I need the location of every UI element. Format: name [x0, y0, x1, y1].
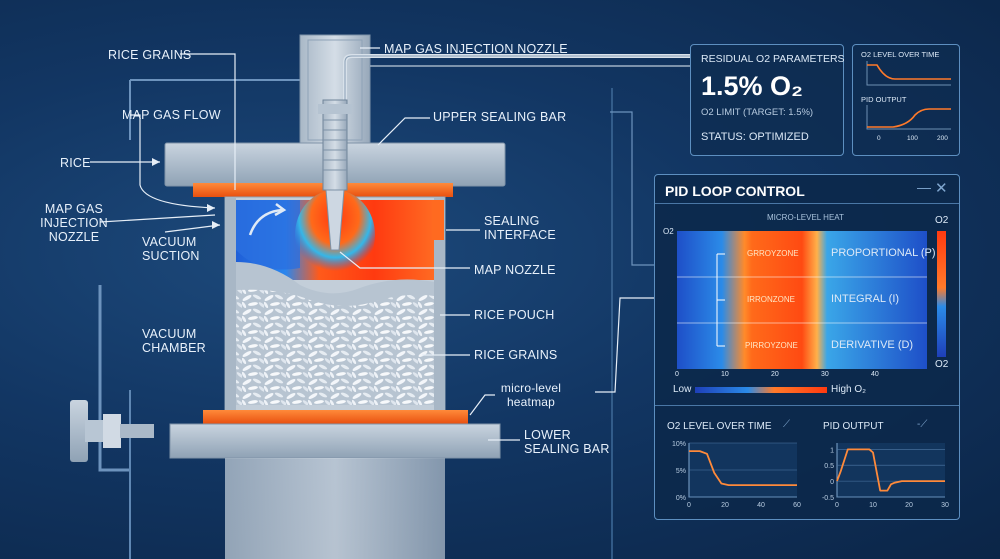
- x-tick-label: 0: [687, 502, 691, 509]
- o2-limit-text: O2 LIMIT (TARGET: 1.5%): [701, 107, 814, 118]
- plot-area: [837, 443, 945, 497]
- x-tick-1: 10: [721, 371, 729, 378]
- status-text: STATUS: OPTIMIZED: [701, 131, 809, 143]
- label-map-nozzle: MAP NOZZLE: [474, 263, 556, 277]
- label-vacuum-suction: VACUUM SUCTION: [142, 235, 200, 263]
- label-upper-sealing-bar: UPPER SEALING BAR: [433, 110, 567, 124]
- residual-panel-title: RESIDUAL O2 PARAMETERS: [701, 53, 845, 65]
- series-line: [836, 448, 945, 492]
- y-tick-label: 10%: [672, 441, 686, 448]
- x-tick-label: 20: [721, 502, 729, 509]
- term-label-d: DERIVATIVE (D): [831, 339, 914, 351]
- zone-label-1: IRRONZONE: [747, 295, 795, 304]
- o2-bottom-label: O2: [935, 359, 949, 370]
- scale-low-label: Low: [673, 384, 692, 395]
- label-lower-sealing-bar: LOWER SEALING BAR: [524, 428, 610, 456]
- pid-chart-divider: [655, 405, 959, 406]
- mini-charts-panel: O2 LEVEL OVER TIME PID OUTPUT 0 100 200: [852, 44, 960, 156]
- term-label-p: PROPORTIONAL (P): [831, 247, 936, 259]
- label-sealing-interface: SEALING INTERFACE: [484, 214, 556, 242]
- residual-o2-value: 1.5% O₂: [701, 71, 804, 101]
- y-tick-label: 0: [830, 479, 834, 486]
- label-map-gas-injection-nozzle: MAP GAS INJECTION NOZZLE: [384, 42, 568, 56]
- x-tick-label: 60: [793, 502, 801, 509]
- pid-heatmap: [677, 231, 927, 369]
- label-vacuum-chamber: VACUUM CHAMBER: [142, 327, 206, 355]
- pid-title-divider: [655, 203, 959, 204]
- o2-top-label: O2: [935, 215, 949, 226]
- scale-high-label: High O₂: [831, 384, 867, 395]
- x-tick-3: 30: [821, 371, 829, 378]
- x-tick-label: 30: [941, 502, 949, 509]
- zone-label-2: PIRROYZONE: [745, 341, 798, 350]
- x-tick-label: 40: [757, 502, 765, 509]
- heatmap-title: MICRO-LEVEL HEAT: [767, 213, 844, 222]
- close-icon[interactable]: ✕: [935, 180, 948, 197]
- y-tick-label: 5%: [676, 468, 686, 475]
- mini-tick-0: 0: [877, 135, 881, 142]
- mini-chart2-title: PID OUTPUT: [861, 95, 907, 104]
- mini-tick-1: 100: [907, 135, 918, 142]
- term-label-i: INTEGRAL (I): [831, 293, 900, 305]
- label-rice-grains-top: RICE GRAINS: [108, 48, 192, 62]
- step-chart-icon: -⟋: [917, 419, 928, 430]
- label-map-gas-flow: MAP GAS FLOW: [122, 108, 221, 122]
- mini-chart1: [866, 61, 951, 86]
- x-tick-2: 20: [771, 371, 779, 378]
- line-chart-icon: ⟋: [783, 419, 790, 430]
- chart2-title: PID OUTPUT: [823, 421, 884, 432]
- label-map-gas-injection-nozzle-left: MAP GAS INJECTION NOZZLE: [40, 202, 108, 244]
- label-rice-grains: RICE GRAINS: [474, 348, 558, 362]
- mini-chart1-title: O2 LEVEL OVER TIME: [861, 50, 940, 59]
- mini-tick-2: 200: [937, 135, 948, 142]
- label-rice-pouch: RICE POUCH: [474, 308, 555, 322]
- x-tick-0: 0: [675, 371, 679, 378]
- label-rice: RICE: [60, 156, 91, 170]
- o2-level-chart: 0% 5% 10% 0 20 40 60: [672, 441, 801, 509]
- residual-o2-panel: RESIDUAL O2 PARAMETERS 1.5% O₂ O2 LIMIT …: [690, 44, 845, 156]
- x-tick-label: 10: [869, 502, 877, 509]
- y-tick-label: 0.5: [824, 463, 834, 470]
- y-tick-label: 0%: [676, 495, 686, 502]
- o2-vertical-scale: [937, 231, 946, 357]
- chart1-title: O2 LEVEL OVER TIME: [667, 421, 772, 432]
- x-tick-label: 20: [905, 502, 913, 509]
- x-tick-4: 40: [871, 371, 879, 378]
- o2-horizontal-scale: [695, 387, 827, 393]
- zone-label-0: GRROYZONE: [747, 249, 799, 258]
- x-tick-label: 0: [835, 502, 839, 509]
- pid-panel-title: PID LOOP CONTROL: [665, 183, 805, 199]
- series-line: [689, 450, 797, 486]
- y-tick-label: 1: [830, 447, 834, 454]
- mini-chart2: [866, 105, 951, 130]
- label-micro-level-heatmap: micro-level heatmap: [500, 381, 562, 409]
- minimize-icon[interactable]: —: [917, 179, 931, 195]
- pid-loop-panel: PID LOOP CONTROL — ✕ MICRO-LEVEL HEAT O2…: [654, 174, 960, 520]
- heatmap-y-label: O2: [663, 227, 674, 236]
- y-tick-label: -0.5: [822, 495, 834, 502]
